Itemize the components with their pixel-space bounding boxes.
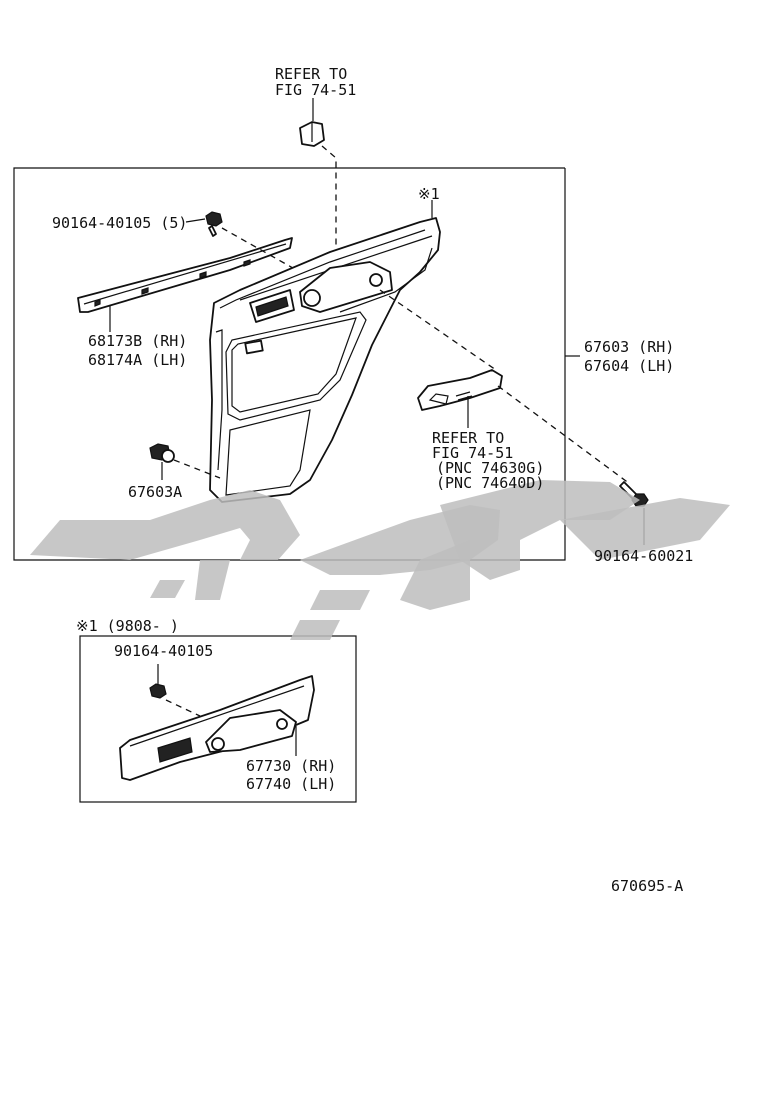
- inset-frame: [79, 635, 357, 803]
- label-door-panel-rh: 67603 (RH): [584, 338, 674, 356]
- label-weatherstrip-lh: 68174A (LH): [88, 351, 187, 369]
- top-clip-icon: [299, 121, 325, 147]
- label-refer-handle-3: (PNC 74630G): [436, 459, 544, 477]
- dash-top-clip: [321, 145, 337, 250]
- label-inset-title: ※1 (9808- ): [76, 617, 179, 635]
- bolt-icon: [205, 211, 223, 237]
- label-mark-main: ※1: [418, 185, 440, 203]
- label-bolt-main: 90164-40105 (5): [52, 214, 187, 232]
- diagram-code: 670695-A: [611, 877, 683, 895]
- dash-screw: [497, 385, 631, 485]
- label-inset-part-rh: 67730 (RH): [246, 757, 336, 775]
- label-inset-part-lh: 67740 (LH): [246, 775, 336, 793]
- watermark-logo: [30, 480, 730, 640]
- label-door-panel-lh: 67604 (LH): [584, 357, 674, 375]
- label-refer-handle-1: REFER TO: [432, 429, 504, 447]
- label-refer-handle-4: (PNC 74640D): [436, 474, 544, 492]
- door-trim-panel-icon: [209, 217, 441, 503]
- label-inset-bolt: 90164-40105: [114, 642, 213, 660]
- label-refer-top-2: FIG 74-51: [275, 81, 356, 99]
- weatherstrip-icon: [77, 237, 293, 313]
- dash-bolt-main: [221, 227, 301, 273]
- label-clip: 67603A: [128, 483, 182, 501]
- label-refer-handle-2: FIG 74-51: [432, 444, 513, 462]
- dash-clip: [173, 459, 221, 479]
- label-screw: 90164-60021: [594, 547, 693, 565]
- dash-inset-bolt: [165, 699, 201, 717]
- panel-clip-icon: [149, 443, 175, 463]
- inset-bolt-icon: [149, 683, 167, 699]
- main-frame: [13, 167, 566, 561]
- inset-armrest-icon: [119, 675, 315, 781]
- label-weatherstrip-rh: 68173B (RH): [88, 332, 187, 350]
- label-refer-top-1: REFER TO: [275, 65, 347, 83]
- pull-handle-icon: [417, 369, 503, 411]
- leader-bolt-main: [185, 218, 206, 223]
- dash-handle: [379, 289, 497, 371]
